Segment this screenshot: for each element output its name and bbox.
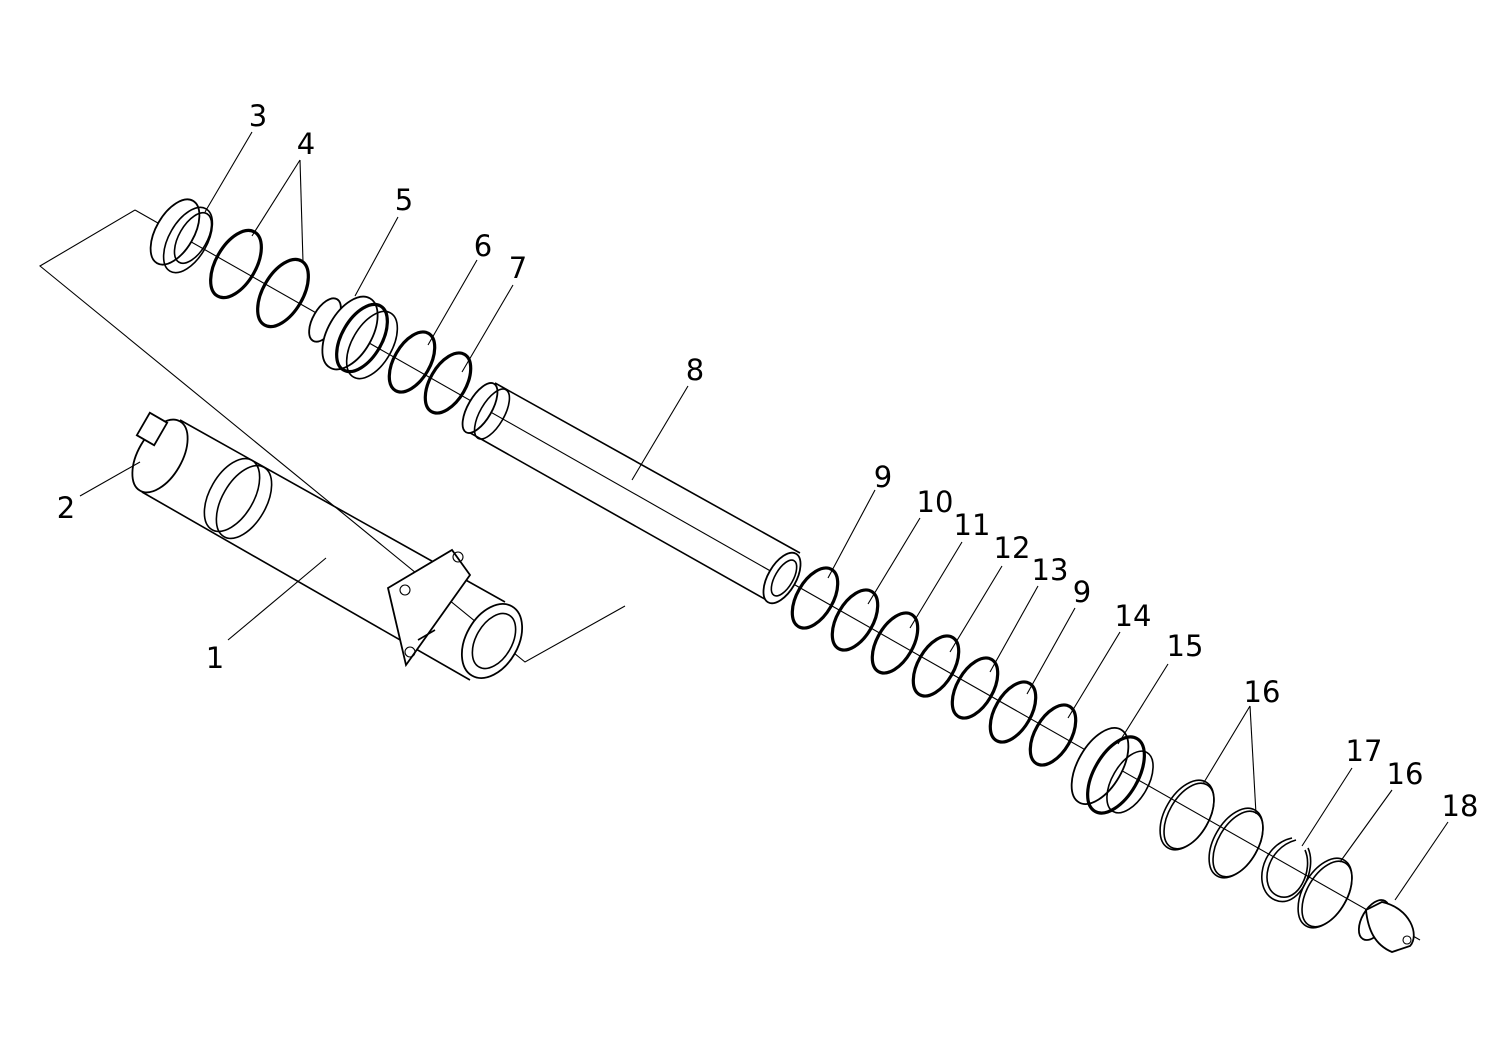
part-9-ring bbox=[790, 566, 840, 630]
part-6-ring bbox=[387, 330, 437, 394]
part-3-gland-nut bbox=[149, 198, 214, 274]
part-18-end-cap bbox=[1357, 899, 1415, 953]
callout-4: 4 bbox=[297, 127, 315, 161]
callout-labels: 3 4 5 6 7 8 2 1 9 10 11 12 13 9 14 15 16… bbox=[57, 99, 1479, 823]
callout-3: 3 bbox=[249, 99, 267, 133]
callout-9b: 9 bbox=[1073, 575, 1091, 609]
assembly-guide-lines bbox=[39, 209, 1421, 941]
callout-16a: 16 bbox=[1244, 675, 1281, 709]
part-16-ring-c bbox=[1297, 857, 1353, 929]
callout-12: 12 bbox=[994, 531, 1031, 565]
part-7-ring bbox=[423, 351, 473, 415]
callout-8: 8 bbox=[686, 353, 704, 387]
part-17-circlip bbox=[1261, 837, 1312, 903]
callout-1: 1 bbox=[206, 641, 224, 675]
part-10-ring bbox=[830, 588, 880, 652]
part-11-ring bbox=[870, 611, 920, 675]
part-9b-ring bbox=[988, 680, 1038, 744]
part-14-ring bbox=[1028, 703, 1078, 767]
leader-lines bbox=[79, 131, 1449, 901]
callout-18: 18 bbox=[1442, 789, 1479, 823]
callout-15: 15 bbox=[1167, 629, 1204, 663]
part-8-rod bbox=[461, 382, 802, 605]
part-13-ring bbox=[950, 656, 1000, 720]
callout-11: 11 bbox=[954, 508, 991, 542]
callout-17: 17 bbox=[1346, 734, 1383, 768]
callout-2: 2 bbox=[57, 491, 75, 525]
part-12-ring bbox=[911, 634, 961, 698]
part-4-rings bbox=[209, 228, 310, 329]
callout-5: 5 bbox=[395, 183, 413, 217]
callout-10: 10 bbox=[917, 485, 954, 519]
part-15-bushing bbox=[1070, 727, 1154, 815]
callout-13: 13 bbox=[1032, 553, 1069, 587]
callout-6: 6 bbox=[474, 229, 492, 263]
callout-7: 7 bbox=[509, 251, 527, 285]
part-16-ring-a bbox=[1159, 779, 1215, 851]
callout-14: 14 bbox=[1115, 599, 1152, 633]
callout-9: 9 bbox=[874, 460, 892, 494]
callout-16b: 16 bbox=[1387, 757, 1424, 791]
part-5-piston-guide bbox=[308, 295, 399, 380]
part-1-cylinder-barrel bbox=[131, 411, 524, 681]
